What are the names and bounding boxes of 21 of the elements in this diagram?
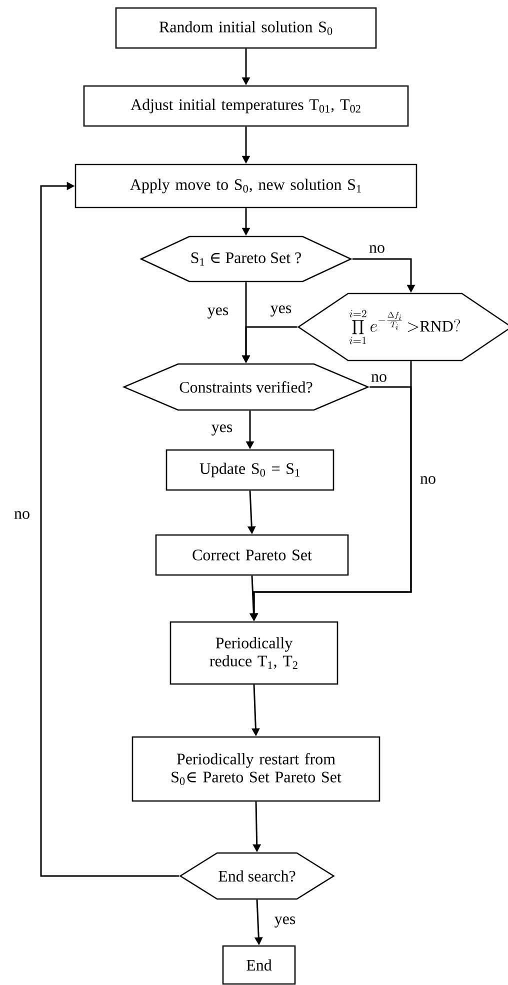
edge-label: yes [274,916,296,928]
decision-hexagon: Constraints verified? [122,363,370,411]
decision-hexagon: S$_{1}$ ∈ Pareto Set ? [140,236,352,282]
process-box: Correct Pareto Set [155,534,349,576]
edge-label: no [369,245,384,253]
process-box: Adjust initial temperatures T$_{01}$, T$_{02}$ [83,85,409,127]
decision-hexagon: End search? [179,852,335,900]
edge-label: yes [270,306,292,316]
process-box: Periodically restart from S$_{0}$∈ Pareto Set Pareto Set [132,736,380,802]
decision-hexagon: $\prod_{i=1}^{i=2} e^{-\frac{\Delta f_{i}}{T_{i}}}\,{>}\mathrm{RND?}$ [297,292,508,362]
process-box: End [222,945,296,985]
process-box: Random initial solution S$_{0}$ [115,7,377,49]
process-box: Update S$_{0}$ = S$_{1}$ [166,449,334,491]
edge-label: no [371,374,386,382]
edge-label: yes [208,308,228,318]
edge-label: no [420,476,436,484]
arrow [40,182,180,877]
edge-label: no [14,511,30,519]
process-box: Apply move to S$_{0}$, new solution S$_{1}$ [74,164,418,208]
edge-label: yes [212,424,232,436]
process-box: Periodically reduce T$_{1}$, T$_{2}$ [170,621,338,685]
